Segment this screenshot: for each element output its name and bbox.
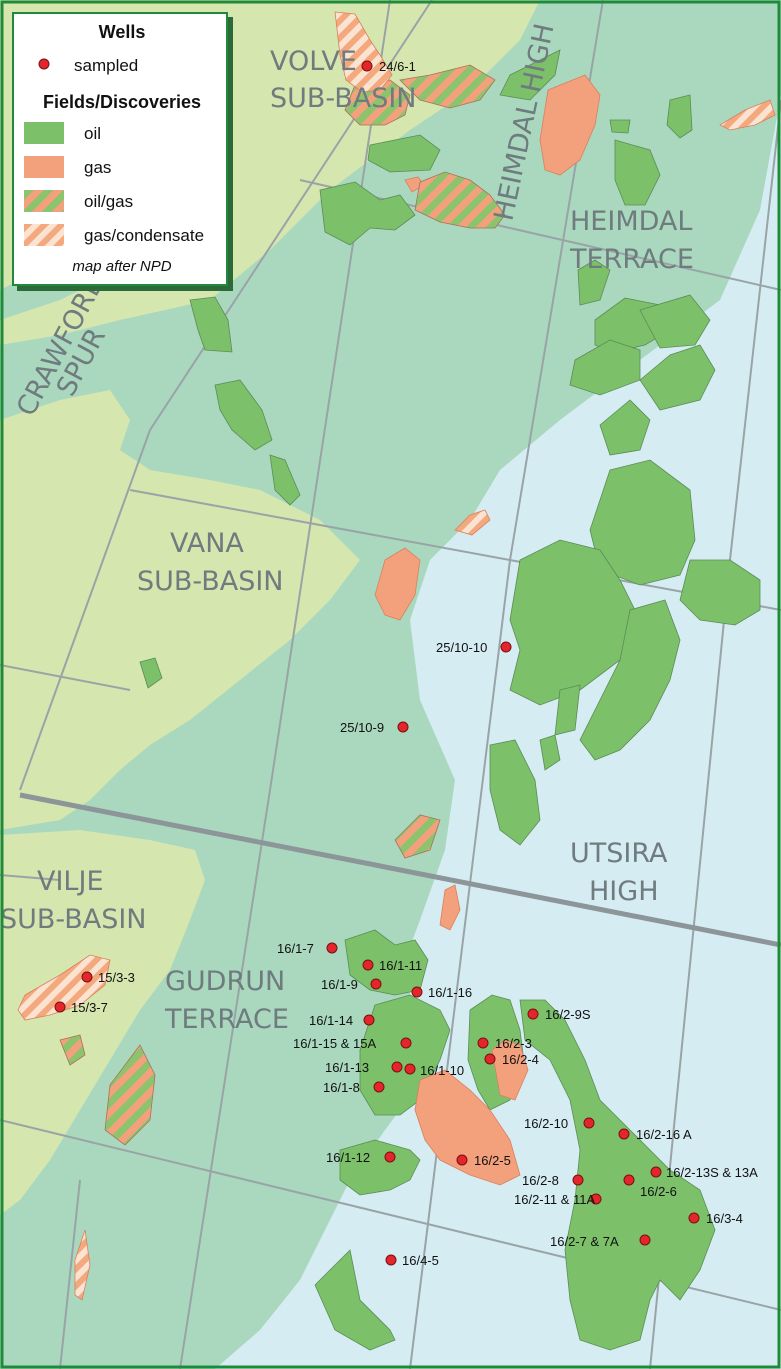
legend-note: map after NPD (72, 258, 172, 275)
well-25-10-9[interactable]: 25/10-9 (340, 720, 409, 735)
legend-oilgas-label: oil/gas (84, 192, 134, 211)
well-16-1-12[interactable]: 16/1-12 (326, 1150, 396, 1165)
wells: 24/6-1 25/10-10 25/10-9 16/1-7 16/1-11 1… (54, 59, 758, 1268)
well-label: 16/1-15 & 15A (293, 1036, 376, 1051)
well-15-3-7[interactable]: 15/3-7 (54, 1000, 108, 1015)
well-label: 15/3-3 (98, 970, 135, 985)
label-heimdal-terrace-2: TERRACE (569, 244, 694, 275)
well-label: 25/10-9 (340, 720, 384, 735)
label-vilje-1: VILJE (37, 866, 104, 897)
label-vana-1: VANA (170, 528, 244, 559)
well-label: 16/1-8 (323, 1080, 360, 1095)
legend-gas-label: gas (84, 158, 112, 177)
well-16-2-9s[interactable]: 16/2-9S (527, 1007, 591, 1022)
label-heimdal-terrace-1: HEIMDAL (570, 206, 692, 237)
label-volve-2: SUB-BASIN (270, 83, 417, 114)
well-label: 24/6-1 (379, 59, 416, 74)
well-16-2-3[interactable]: 16/2-3 (477, 1036, 532, 1051)
well-16-2-7[interactable]: 16/2-7 & 7A (550, 1234, 651, 1249)
well-16-2-13s[interactable]: 16/2-13S & 13A (650, 1165, 758, 1180)
well-16-1-14[interactable]: 16/1-14 (309, 1013, 375, 1028)
oil-swatch (24, 122, 64, 144)
well-label: 16/1-12 (326, 1150, 370, 1165)
well-16-1-9[interactable]: 16/1-9 (321, 977, 382, 992)
well-label: 16/1-13 (325, 1060, 369, 1075)
well-16-1-11[interactable]: 16/1-11 (362, 958, 422, 973)
well-label: 16/1-9 (321, 977, 358, 992)
label-vana-2: SUB-BASIN (137, 566, 284, 597)
well-label: 16/2-9S (545, 1007, 591, 1022)
label-utsira-2: HIGH (589, 876, 659, 907)
well-16-3-4[interactable]: 16/3-4 (688, 1211, 743, 1226)
well-16-1-7[interactable]: 16/1-7 (277, 941, 338, 956)
well-16-2-16a[interactable]: 16/2-16 A (618, 1127, 692, 1142)
well-label: 16/1-11 (379, 958, 422, 973)
well-label: 16/1-16 (428, 985, 472, 1000)
well-label: 15/3-7 (71, 1000, 108, 1015)
well-label: 16/2-16 A (636, 1127, 692, 1142)
condensate-swatch (24, 224, 64, 246)
well-24-6-1[interactable]: 24/6-1 (361, 59, 416, 74)
condensate-fields (17, 11, 776, 1301)
well-label: 16/2-5 (474, 1153, 511, 1168)
well-label: 25/10-10 (436, 640, 487, 655)
well-label: 16/1-14 (309, 1013, 353, 1028)
gas-swatch (24, 156, 64, 178)
well-label: 16/2-10 (524, 1116, 568, 1131)
well-16-2-11[interactable]: 16/2-11 & 11A (514, 1192, 602, 1207)
vilje-sub-basin-area (0, 830, 205, 1215)
well-16-2-5[interactable]: 16/2-5 (456, 1153, 511, 1168)
major-fault (19, 792, 781, 948)
legend-condensate-label: gas/condensate (84, 226, 205, 245)
oilgas-swatch (24, 190, 64, 212)
well-25-10-10[interactable]: 25/10-10 (436, 640, 512, 655)
well-16-2-8[interactable]: 16/2-8 (522, 1173, 584, 1188)
well-16-1-13[interactable]: 16/1-13 (325, 1060, 403, 1075)
well-label: 16/2-11 & 11A (514, 1192, 596, 1207)
well-16-4-5[interactable]: 16/4-5 (385, 1253, 439, 1268)
label-vilje-2: SUB-BASIN (0, 904, 147, 935)
well-label: 16/3-4 (706, 1211, 743, 1226)
well-label: 16/2-6 (640, 1184, 677, 1199)
legend-fields-title: Fields/Discoveries (42, 92, 202, 112)
well-16-2-10[interactable]: 16/2-10 (524, 1116, 595, 1131)
oilgas-fields (59, 64, 506, 1146)
well-15-3-3[interactable]: 15/3-3 (81, 970, 135, 985)
well-label: 16/2-3 (495, 1036, 532, 1051)
label-gudrun-2: TERRACE (164, 1004, 289, 1035)
label-utsira-1: UTSIRA (570, 838, 668, 869)
legend-oil-label: oil (84, 124, 102, 143)
well-16-2-6[interactable]: 16/2-6 (623, 1174, 677, 1199)
well-label: 16/1-7 (277, 941, 314, 956)
well-label: 16/2-8 (522, 1173, 559, 1188)
label-volve-1: VOLVE (270, 46, 357, 77)
well-label: 16/4-5 (402, 1253, 439, 1268)
well-label: 16/2-13S & 13A (666, 1165, 758, 1180)
well-label: 16/2-7 & 7A (550, 1234, 619, 1249)
well-label: 16/2-4 (502, 1052, 539, 1067)
well-16-1-10[interactable]: 16/1-10 (404, 1063, 464, 1078)
well-label: 16/1-10 (420, 1063, 464, 1078)
legend-sampled-label: sampled (74, 56, 139, 75)
well-16-1-16[interactable]: 16/1-16 (411, 985, 472, 1000)
legend-wells-title: Wells (98, 22, 146, 42)
well-16-1-15[interactable]: 16/1-15 & 15A (293, 1036, 412, 1051)
map-legend: Wells sampled Fields/Discoveries oil gas… (12, 12, 228, 286)
well-16-1-8[interactable]: 16/1-8 (323, 1080, 385, 1095)
label-gudrun-1: GUDRUN (165, 966, 285, 997)
sampled-well-icon (38, 58, 50, 70)
well-16-2-4[interactable]: 16/2-4 (484, 1052, 539, 1067)
gas-fields (374, 74, 601, 1186)
